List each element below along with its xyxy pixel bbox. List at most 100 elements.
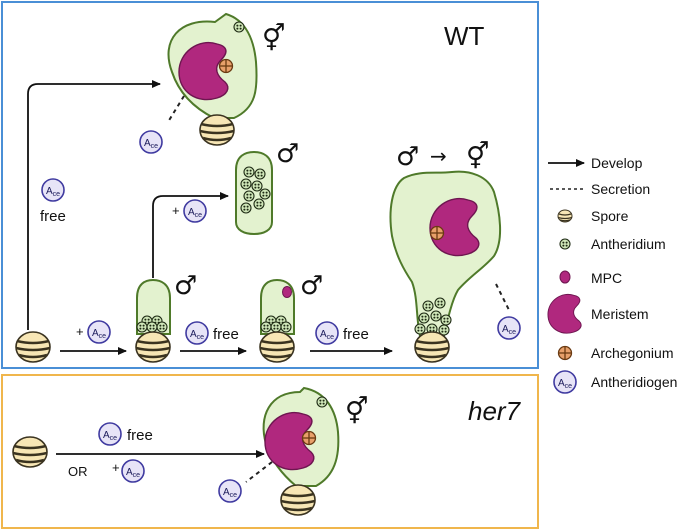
svg-text:Ace: Ace bbox=[188, 207, 202, 219]
spore-icon bbox=[14, 330, 52, 364]
spore-icon bbox=[258, 330, 296, 364]
svg-text:Ace: Ace bbox=[502, 324, 516, 336]
male-symbol: ♂ bbox=[300, 271, 323, 301]
secretion-line bbox=[167, 95, 185, 123]
antheridium-icon bbox=[316, 396, 328, 408]
antheridium-icon bbox=[418, 312, 430, 324]
hermaphrodite-symbol: ⚥ bbox=[262, 23, 285, 54]
wt-top-hermaphrodite-gametophyte bbox=[167, 12, 258, 147]
antheridium-icon bbox=[434, 297, 446, 309]
svg-text:Ace: Ace bbox=[144, 138, 158, 150]
antheridium-icon bbox=[430, 310, 442, 322]
legend-item-spore: Spore bbox=[557, 208, 629, 224]
antheridiogen-molecule: Ace bbox=[183, 199, 207, 223]
wt-panel-border bbox=[1, 1, 539, 369]
antheridiogen-molecule: Ace bbox=[315, 321, 339, 345]
develop-arrow-long bbox=[27, 80, 161, 330]
antheridium-icon bbox=[254, 168, 266, 180]
legend-item-develop: Develop bbox=[548, 155, 643, 171]
meristem-icon bbox=[547, 293, 582, 334]
antheridiogen-molecule: Ace bbox=[41, 178, 65, 202]
spore-icon bbox=[279, 483, 317, 517]
wt-large-gametophyte bbox=[389, 170, 502, 364]
wt-male-gametophyte bbox=[134, 278, 172, 364]
spore-icon bbox=[557, 209, 573, 223]
legend: Develop Secretion Spore Antheridium MPC … bbox=[547, 155, 677, 394]
svg-text:Ace: Ace bbox=[223, 487, 237, 499]
legend-item-secretion: Secretion bbox=[550, 181, 650, 197]
free-label: free bbox=[40, 208, 66, 225]
male-symbol: ♂ bbox=[276, 139, 299, 169]
spore-icon bbox=[413, 330, 451, 364]
svg-text:Ace: Ace bbox=[46, 186, 60, 198]
archegonium-icon bbox=[429, 225, 445, 241]
hermaphrodite-symbol: ⚥ bbox=[466, 141, 489, 172]
plus-label: + bbox=[112, 460, 120, 475]
legend-label: Antheridium bbox=[591, 236, 666, 252]
transition-arrow-symbol: → bbox=[430, 144, 447, 168]
antheridiogen-molecule: Ace bbox=[98, 422, 122, 446]
spore-icon bbox=[134, 330, 172, 364]
wt-male-gametophyte-upper bbox=[235, 150, 273, 236]
antheridiogen-icon bbox=[553, 370, 577, 394]
her7-hermaphrodite-gametophyte bbox=[262, 386, 340, 517]
antheridium-icon bbox=[240, 178, 252, 190]
legend-label: Develop bbox=[591, 155, 643, 171]
free-label: free bbox=[127, 427, 153, 444]
antheridiogen-molecule: Ace bbox=[218, 479, 242, 503]
antheridiogen-molecule: Ace bbox=[121, 459, 145, 483]
antheridium-icon bbox=[253, 198, 265, 210]
her7-panel-title: her7 bbox=[468, 396, 522, 426]
or-label: OR bbox=[68, 464, 88, 479]
secretion-line bbox=[495, 283, 511, 313]
svg-text:Ace: Ace bbox=[103, 430, 117, 442]
antheridium-icon bbox=[136, 321, 148, 333]
legend-item-antheridium: Antheridium bbox=[559, 236, 666, 252]
antheridium-icon bbox=[240, 202, 252, 214]
antheridium-icon bbox=[260, 321, 272, 333]
legend-label: Spore bbox=[591, 208, 629, 224]
legend-label: Archegonium bbox=[591, 345, 674, 361]
plus-label: + bbox=[76, 324, 84, 339]
antheridium-icon bbox=[414, 323, 426, 335]
legend-label: Secretion bbox=[591, 181, 650, 197]
legend-item-mpc: MPC bbox=[559, 270, 622, 286]
legend-label: Meristem bbox=[591, 306, 649, 322]
her7-panel-border bbox=[1, 374, 539, 529]
antheridiogen-molecule: Ace bbox=[139, 130, 163, 154]
legend-label: MPC bbox=[591, 270, 622, 286]
antheridium-icon bbox=[422, 300, 434, 312]
antheridium-icon bbox=[270, 321, 282, 333]
spore-icon bbox=[11, 435, 49, 469]
legend-label: Antheridiogen bbox=[591, 374, 677, 390]
develop-arrow-branch bbox=[152, 192, 229, 278]
antheridium-icon bbox=[146, 321, 158, 333]
archegonium-icon bbox=[557, 345, 573, 361]
hermaphrodite-symbol: ⚥ bbox=[345, 396, 368, 427]
antheridium-icon bbox=[440, 314, 452, 326]
male-symbol: ♂ bbox=[396, 142, 419, 172]
wt-panel-title: WT bbox=[444, 21, 485, 51]
antheridium-icon bbox=[259, 188, 271, 200]
legend-item-meristem: Meristem bbox=[547, 293, 649, 334]
antheridium-icon bbox=[156, 321, 168, 333]
mpc-icon bbox=[282, 286, 292, 298]
antheridium-icon bbox=[559, 238, 571, 250]
antheridium-icon bbox=[243, 166, 255, 178]
free-label: free bbox=[343, 326, 369, 343]
plus-label: + bbox=[172, 203, 180, 218]
antheridiogen-molecule: Ace bbox=[185, 321, 209, 345]
secretion-line bbox=[245, 461, 273, 483]
antheridium-icon bbox=[280, 321, 292, 333]
legend-item-antheridiogen: Ace Antheridiogen bbox=[553, 370, 677, 394]
legend-item-archegonium: Archegonium bbox=[557, 345, 674, 361]
antheridium-icon bbox=[243, 190, 255, 202]
svg-text:Ace: Ace bbox=[190, 329, 204, 341]
male-symbol: ♂ bbox=[174, 271, 197, 301]
wt-male-gametophyte-mpc bbox=[258, 278, 296, 364]
svg-text:Ace: Ace bbox=[558, 378, 572, 390]
svg-text:Ace: Ace bbox=[126, 467, 140, 479]
antheridiogen-molecule: Ace bbox=[497, 316, 521, 340]
